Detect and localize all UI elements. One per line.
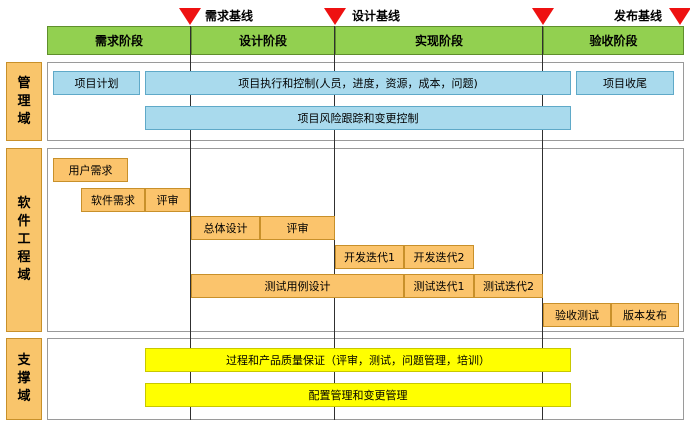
- task-project-closure: 项目收尾: [576, 71, 674, 95]
- software-panel: [47, 148, 684, 332]
- task-test-iteration-1: 测试迭代1: [404, 274, 474, 298]
- task-risk-tracking: 项目风险跟踪和变更控制: [145, 106, 571, 130]
- task-execution-control: 项目执行和控制(人员，进度，资源，成本，问题): [145, 71, 571, 95]
- implementation-end-marker: [532, 8, 554, 25]
- phase-design: 设计阶段: [191, 26, 335, 55]
- task-software-requirements: 软件需求: [81, 188, 145, 212]
- phase-requirements: 需求阶段: [47, 26, 191, 55]
- domain-support: 支撑域: [6, 338, 42, 420]
- phase-implementation: 实现阶段: [335, 26, 543, 55]
- task-requirements-review: 评审: [145, 188, 190, 212]
- phase-divider-3: [542, 26, 543, 420]
- task-quality-assurance: 过程和产品质量保证（评审，测试，问题管理，培训）: [145, 348, 571, 372]
- task-dev-iteration-1: 开发迭代1: [335, 245, 404, 269]
- task-project-plan: 项目计划: [53, 71, 140, 95]
- domain-software: 软件工程域: [6, 148, 42, 332]
- task-dev-iteration-2: 开发迭代2: [404, 245, 474, 269]
- task-acceptance-test: 验收测试: [543, 303, 611, 327]
- release-baseline-marker: [669, 8, 690, 25]
- domain-software-text: 软件工程域: [17, 196, 31, 283]
- requirements-baseline-label: 需求基线: [205, 9, 254, 23]
- design-baseline-marker: [324, 8, 346, 25]
- phase-acceptance: 验收阶段: [543, 26, 684, 55]
- task-overall-design: 总体设计: [191, 216, 260, 240]
- domain-management-text: 管理域: [17, 75, 31, 127]
- task-user-requirements: 用户需求: [53, 158, 128, 182]
- domain-management: 管理域: [6, 62, 42, 141]
- design-baseline-label: 设计基线: [352, 9, 401, 23]
- release-baseline-label: 发布基线: [614, 9, 663, 23]
- requirements-baseline-marker: [179, 8, 201, 25]
- phase-divider-1: [190, 26, 191, 420]
- task-release: 版本发布: [611, 303, 679, 327]
- domain-support-text: 支撑域: [17, 353, 31, 404]
- task-design-review: 评审: [260, 216, 335, 240]
- task-config-management: 配置管理和变更管理: [145, 383, 571, 407]
- task-test-iteration-2: 测试迭代2: [474, 274, 543, 298]
- task-test-case-design: 测试用例设计: [191, 274, 404, 298]
